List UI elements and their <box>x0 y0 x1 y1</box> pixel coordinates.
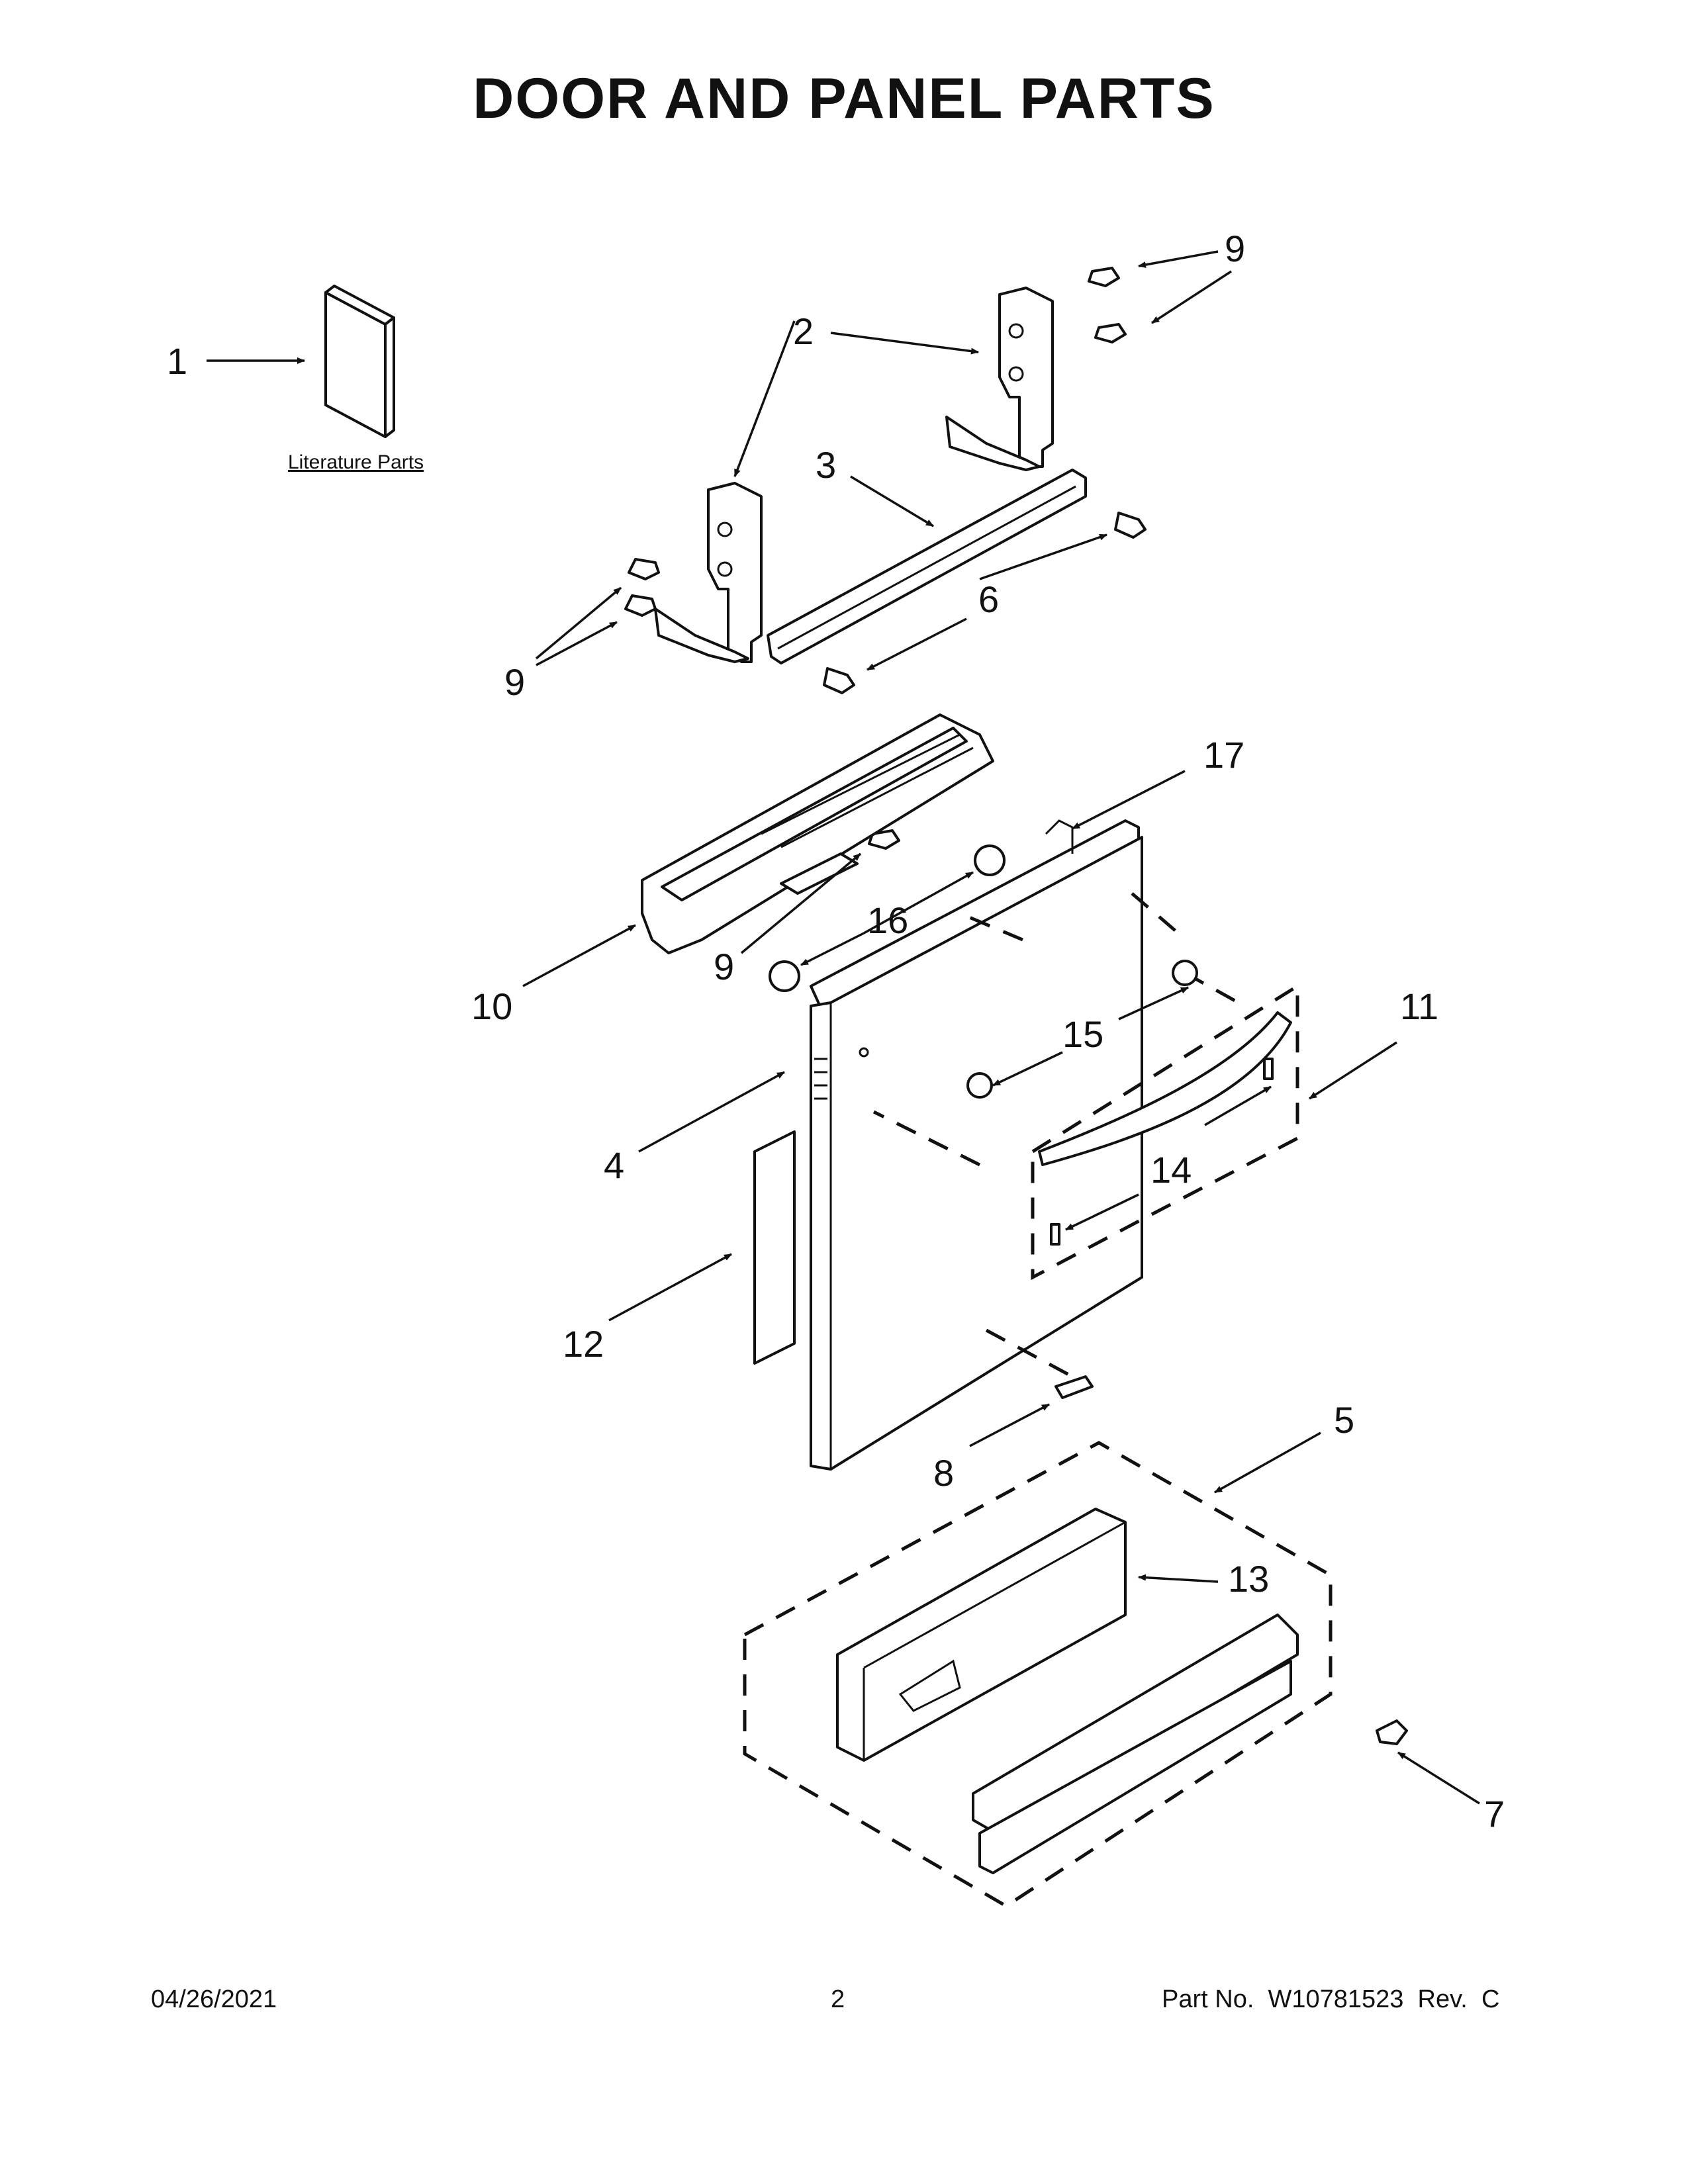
literature-label: Literature Parts <box>288 451 424 473</box>
callout-9-top: 9 <box>1225 228 1245 269</box>
callout-9-left: 9 <box>504 661 525 703</box>
toe-panel-boundary <box>743 1441 1333 1908</box>
callout-7: 7 <box>1484 1793 1505 1835</box>
footer-page-number: 2 <box>831 1985 845 2013</box>
footer-part-number: Part No. W10781523 Rev. C <box>1162 1985 1500 2013</box>
callout-1: 1 <box>167 340 187 382</box>
callout-13: 13 <box>1228 1558 1269 1600</box>
door-panel <box>810 836 1143 1471</box>
handle-mounts <box>966 960 1198 1099</box>
callout-3: 3 <box>816 444 836 486</box>
toe-panel-screw <box>1376 1719 1408 1745</box>
callout-6: 6 <box>978 578 999 620</box>
toe-panel <box>836 1508 1127 1762</box>
handle-pins <box>1050 1058 1274 1246</box>
callout-leaders <box>207 250 1480 1805</box>
callout-15: 15 <box>1062 1013 1103 1055</box>
callout-14: 14 <box>1150 1149 1192 1191</box>
callout-12: 12 <box>563 1323 604 1365</box>
screw-group <box>624 267 1147 850</box>
page-title: DOOR AND PANEL PARTS <box>473 67 1215 130</box>
door-gasket <box>753 1130 796 1365</box>
callout-16: 16 <box>867 899 908 941</box>
door-latch <box>1055 1375 1094 1399</box>
left-hinge-bracket <box>654 482 763 663</box>
kick-plate <box>972 1614 1299 1874</box>
callout-8: 8 <box>933 1452 954 1494</box>
callout-2: 2 <box>793 310 814 352</box>
callout-11: 11 <box>1400 985 1438 1027</box>
bracket-rail <box>767 469 1087 664</box>
control-console <box>641 713 994 954</box>
callout-10: 10 <box>471 985 512 1027</box>
callout-5: 5 <box>1334 1399 1354 1441</box>
callout-4: 4 <box>604 1144 624 1186</box>
handle-kit-boundary <box>1031 983 1299 1281</box>
door-handle <box>1038 1011 1292 1166</box>
callout-17: 17 <box>1203 734 1244 776</box>
right-hinge-bracket <box>945 287 1054 471</box>
literature-booklet <box>324 285 395 438</box>
callout-9-mid: 9 <box>714 946 734 987</box>
footer-date: 04/26/2021 <box>151 1985 277 2013</box>
